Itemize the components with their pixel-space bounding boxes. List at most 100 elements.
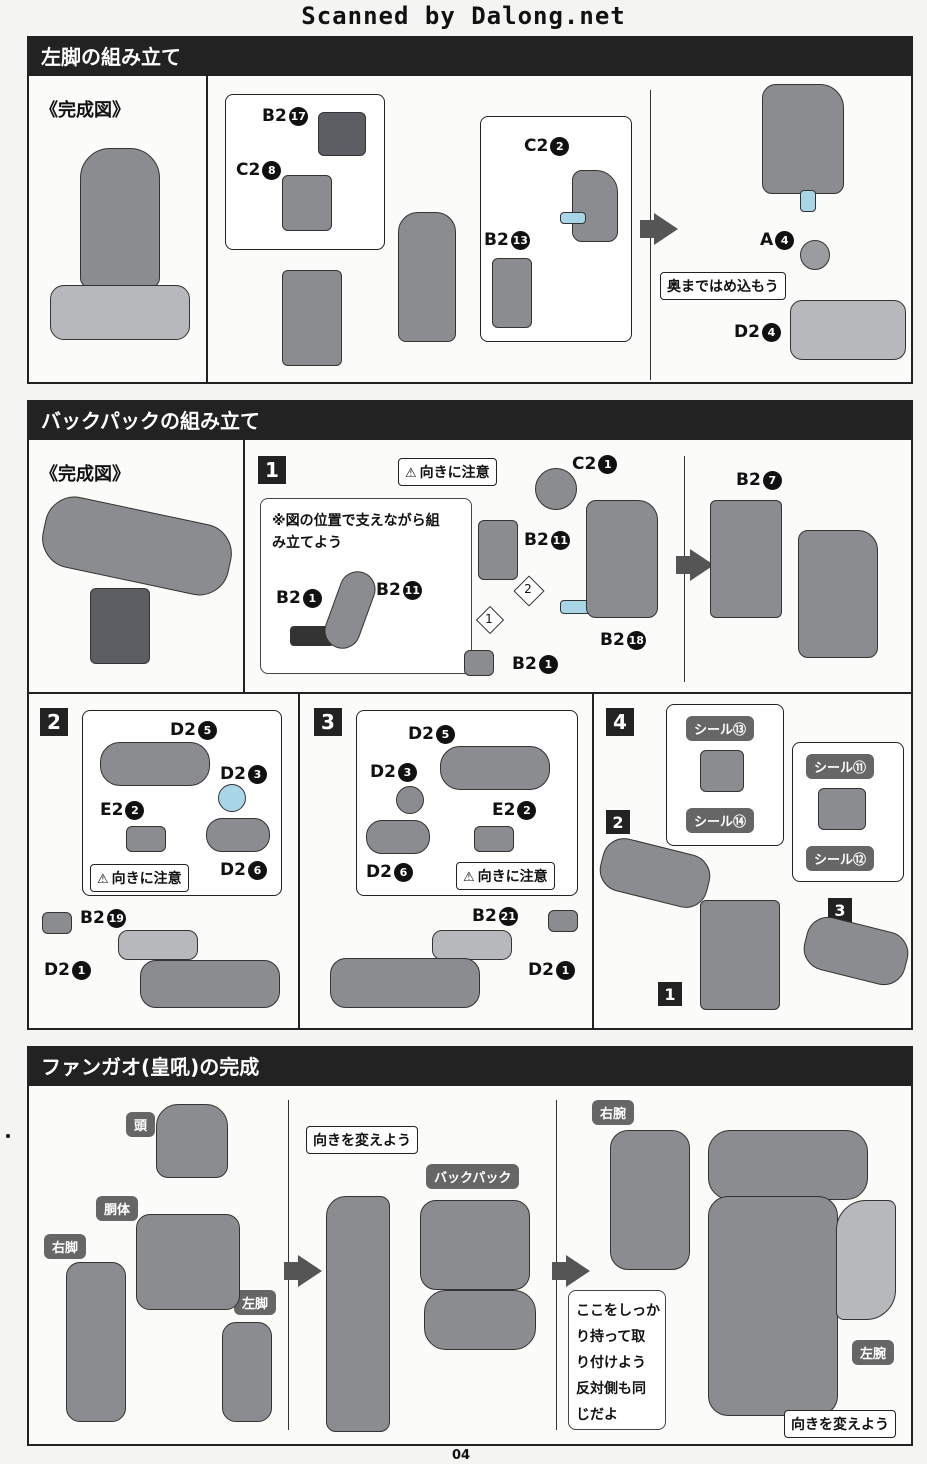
orientation-warning: ⚠向きに注意	[456, 862, 555, 890]
ball-joint-a4-image	[800, 240, 830, 270]
seal-14-badge: シール⑭	[686, 808, 755, 833]
tip-box	[568, 1290, 666, 1430]
frame-part-image	[586, 500, 658, 618]
warning-icon: ⚠	[463, 870, 475, 885]
tip-line: り付けよう	[576, 1355, 646, 1371]
part-b2-21-image	[432, 930, 512, 960]
peg-part-image	[42, 912, 72, 934]
scan-watermark: Scanned by Dalong.net	[301, 2, 626, 30]
part-b2-19-image	[118, 930, 198, 960]
part-e2-2-image	[126, 826, 166, 852]
right-leg-label: 右脚	[44, 1234, 87, 1259]
part-d2-6-image	[206, 818, 270, 852]
turned-body-image	[326, 1196, 390, 1432]
sub-step-ref-2: 2	[606, 810, 630, 834]
mounted-backpack-image	[708, 1130, 868, 1200]
part-c2-2-image	[572, 170, 618, 242]
right-leg-image	[66, 1262, 126, 1422]
warning-icon: ⚠	[405, 466, 417, 481]
part-e2-2-image	[474, 826, 514, 852]
step-number-4: 4	[606, 708, 634, 736]
backpack-image	[420, 1200, 530, 1290]
completed-backpack-mount-image	[90, 588, 150, 664]
ball-d2-3-image	[396, 786, 424, 814]
peg-part-image	[548, 910, 578, 932]
orientation-warning: ⚠向きに注意	[90, 864, 189, 892]
next-arrow-base	[640, 220, 654, 238]
part-d2-6-image	[366, 820, 430, 854]
part-d2-5-image	[440, 746, 550, 790]
sub-step-ref-1: 1	[658, 982, 682, 1006]
panel-divider	[298, 692, 300, 1030]
part-b2-13-image	[492, 258, 532, 328]
joint-peg-image	[560, 212, 586, 224]
section-title-text: ファンガオ(皇吼)の完成	[41, 1054, 260, 1079]
backpack-body-image	[700, 900, 780, 1010]
turn-around-note: 向きを変えよう	[306, 1126, 418, 1154]
next-arrow-base	[552, 1262, 566, 1280]
section-title-text: 左脚の組み立て	[41, 44, 181, 69]
section-title-left-leg: 左脚の組み立て	[27, 36, 913, 74]
part-b2-17-image	[318, 112, 366, 156]
panel-divider	[592, 692, 594, 1030]
tip-line: り持って取	[576, 1329, 646, 1345]
hint-text: ※図の位置で支えながら組み立てよう	[272, 513, 440, 551]
head-image	[156, 1104, 228, 1178]
left-leg-image	[222, 1322, 272, 1422]
panel-divider-horizontal	[27, 692, 913, 694]
section-title-complete: ファンガオ(皇吼)の完成	[27, 1046, 913, 1084]
ball-d2-3-image	[218, 784, 246, 812]
page-number: 04	[452, 1448, 471, 1463]
right-arm-image	[610, 1130, 690, 1270]
left-arm-claw-image	[836, 1200, 896, 1320]
step-number-3: 3	[314, 708, 342, 736]
turn-around-note: 向きを変えよう	[784, 1410, 896, 1438]
next-step-arrow-icon	[566, 1255, 590, 1287]
next-step-arrow-icon	[654, 213, 678, 245]
order-marker-2-text: 2	[524, 582, 532, 596]
section-title-text: バックパックの組み立て	[41, 408, 260, 433]
seal-13-part-image	[700, 750, 744, 792]
panel-divider	[243, 438, 245, 692]
backpack-lower-image	[424, 1290, 536, 1350]
seal-13-badge: シール⑬	[686, 716, 755, 741]
tip-line: ここをしっか	[576, 1303, 660, 1319]
warning-icon: ⚠	[97, 872, 109, 887]
body-image	[136, 1214, 240, 1310]
left-leg-label: 左脚	[234, 1290, 277, 1315]
leg-result-image	[762, 84, 844, 194]
head-label: 頭	[126, 1112, 156, 1137]
tip-text: ここをしっか り持って取 り付けよう 反対側も同 じだよ	[576, 1298, 660, 1428]
part-b2-11-main-image	[478, 520, 518, 580]
next-arrow-base	[284, 1262, 298, 1280]
lower-leg-image	[398, 212, 456, 342]
body-label: 胴体	[96, 1196, 139, 1221]
completed-figure-label: 《完成図》	[40, 100, 130, 121]
order-marker-1-text: 1	[485, 612, 493, 626]
part-b2-7-image	[710, 500, 782, 618]
part-c2-1-image	[535, 468, 577, 510]
push-in-note: 奥まではめ込もう	[660, 272, 786, 300]
assembled-body-image	[708, 1196, 838, 1416]
panel-divider	[206, 74, 208, 384]
step-number-1: 1	[258, 456, 286, 484]
peg-b2-1-image	[290, 626, 334, 646]
orientation-warning: ⚠向きに注意	[398, 458, 497, 486]
